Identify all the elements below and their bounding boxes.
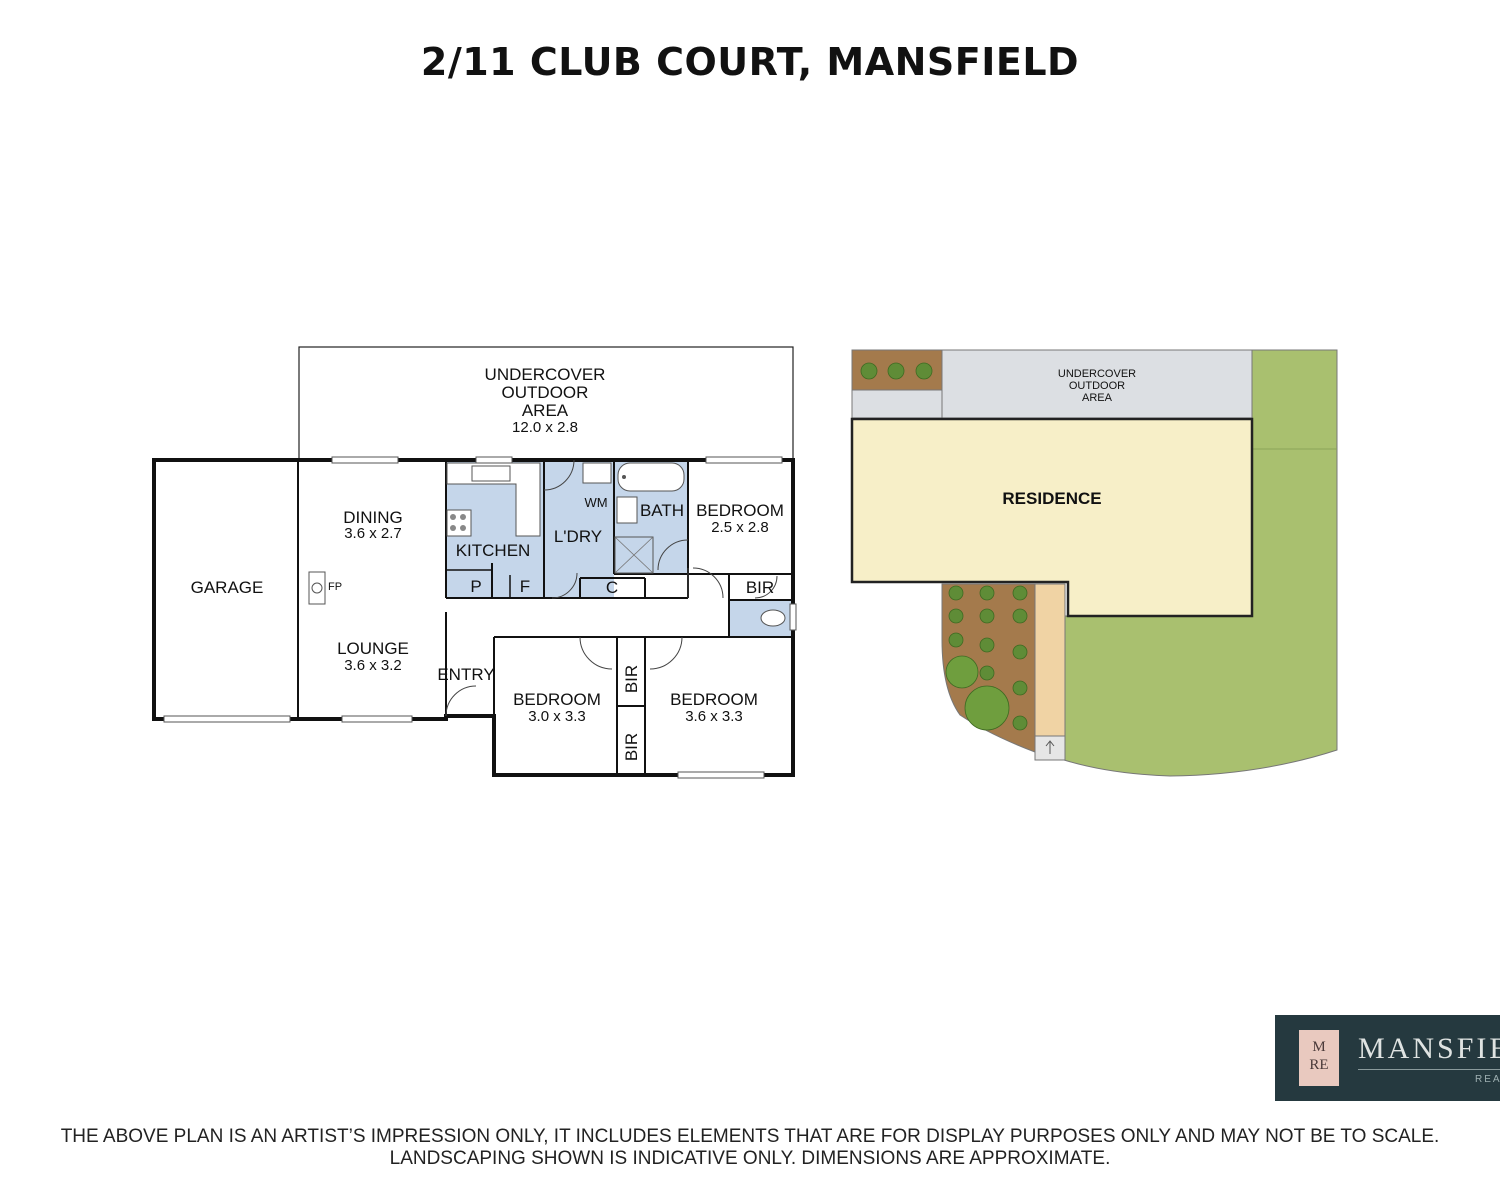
- bedroom2-label: BEDROOM: [513, 690, 601, 709]
- monogram-bottom: RE: [1309, 1057, 1329, 1073]
- agency-logo: M RE MANSFIELD REAL ESTATE: [1275, 1015, 1500, 1101]
- undercover-label-2: OUTDOOR: [502, 383, 589, 402]
- bathtub: [617, 462, 685, 492]
- bedroom3-dims: 3.6 x 3.3: [685, 708, 743, 725]
- paving: [851, 389, 943, 419]
- undercover-label-3: AREA: [522, 401, 569, 420]
- dining-dims: 3.6 x 2.7: [344, 525, 402, 542]
- shower: [614, 536, 654, 574]
- kitchen-benches: [446, 462, 541, 537]
- undercover-dims: 12.0 x 2.8: [512, 419, 578, 436]
- fireplace-label: FP: [328, 581, 342, 593]
- site-plan: UNDERCOVER OUTDOOR AREA RESIDENCE: [850, 349, 1338, 777]
- lawn: [1063, 349, 1338, 777]
- site-undercover-label-1: UNDERCOVER: [1058, 368, 1136, 380]
- floor-plan: UNDERCOVER OUTDOOR AREA 12.0 x 2.8 GARAG…: [152, 346, 797, 779]
- vanity: [616, 496, 638, 524]
- cupboard-label: C: [606, 578, 618, 597]
- bir3-label: BIR: [622, 733, 641, 761]
- lounge-label: LOUNGE: [337, 639, 409, 658]
- fridge-label: F: [520, 577, 530, 596]
- entry-label: ENTRY: [437, 665, 494, 684]
- undercover-area: [298, 346, 794, 461]
- windows: [163, 456, 797, 779]
- garage-label: GARAGE: [191, 578, 264, 597]
- logo-subtitle: REAL ESTATE: [1475, 1074, 1500, 1085]
- site-undercover-label-3: AREA: [1082, 392, 1113, 404]
- pantry-label: P: [470, 577, 481, 596]
- logo-monogram: M RE: [1299, 1030, 1339, 1086]
- shrubs: [860, 362, 1028, 731]
- toilet: [760, 609, 786, 627]
- fireplace: [308, 571, 326, 605]
- bedroom1-label: BEDROOM: [696, 501, 784, 520]
- bath-label: BATH: [640, 501, 684, 520]
- cooktop: [450, 514, 466, 531]
- residence-block: [850, 417, 1254, 618]
- laundry-area: [544, 462, 614, 598]
- wm-label: WM: [584, 495, 607, 510]
- laundry-tub: [582, 462, 612, 484]
- bir2-label: BIR: [622, 665, 641, 693]
- site-undercover-area: [941, 349, 1253, 419]
- bedroom1-dims: 2.5 x 2.8: [711, 519, 769, 536]
- bedroom2-dims: 3.0 x 3.3: [528, 708, 586, 725]
- door-swings: [445, 459, 778, 717]
- monogram-top: M: [1312, 1039, 1326, 1055]
- disclaimer-line-1: THE ABOVE PLAN IS AN ARTIST’S IMPRESSION…: [60, 1126, 1440, 1147]
- bedroom3-label: BEDROOM: [670, 690, 758, 709]
- dining-label: DINING: [343, 508, 403, 527]
- logo-wordmark: MANSFIELD: [1358, 1032, 1500, 1065]
- side-path: [1034, 583, 1066, 761]
- site-undercover-label-2: OUTDOOR: [1069, 380, 1125, 392]
- disclaimer: THE ABOVE PLAN IS AN ARTIST’S IMPRESSION…: [0, 1126, 1500, 1170]
- kitchen-label: KITCHEN: [456, 541, 531, 560]
- residence-label: RESIDENCE: [1002, 489, 1101, 508]
- laundry-label: L'DRY: [554, 527, 602, 546]
- page-title: 2/11 CLUB COURT, MANSFIELD: [420, 40, 1080, 84]
- lounge-dims: 3.6 x 3.2: [344, 657, 402, 674]
- disclaimer-line-2: LANDSCAPING SHOWN IS INDICATIVE ONLY. DI…: [389, 1148, 1111, 1169]
- logo-rule: [1358, 1069, 1500, 1070]
- undercover-label-1: UNDERCOVER: [485, 365, 606, 384]
- bir1-label: BIR: [746, 578, 774, 597]
